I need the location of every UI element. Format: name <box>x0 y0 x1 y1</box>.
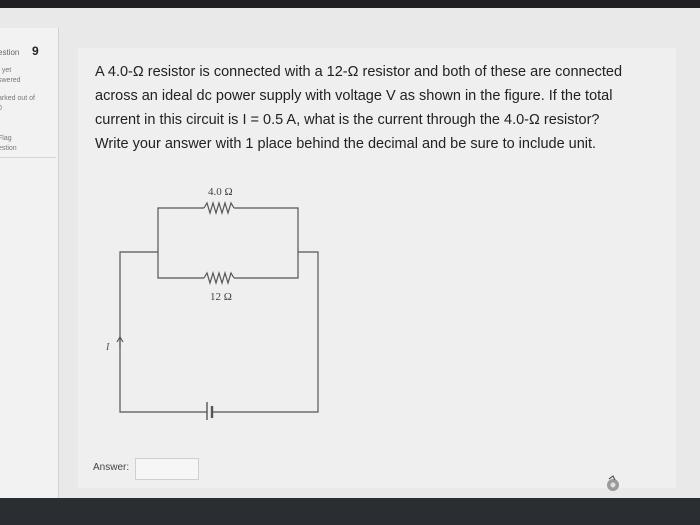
resistor-4-ohm-zigzag <box>203 200 235 216</box>
answer-label: Answer: <box>93 462 130 473</box>
current-label: I <box>105 342 110 353</box>
accessibility-icon[interactable] <box>604 475 622 493</box>
marks-info: arked out of 0 <box>0 95 35 112</box>
resistor-4-ohm-label: 4.0 Ω <box>208 186 233 198</box>
answer-status: t yet swered <box>0 67 21 84</box>
bottom-bezel <box>0 498 700 525</box>
answer-input[interactable] <box>135 458 199 480</box>
question-info-panel: estion 9 t yet swered arked out of 0 Fla… <box>0 28 59 498</box>
resistor-12-ohm-label: 12 Ω <box>210 291 232 303</box>
flag-question-link[interactable]: Flag estion <box>0 135 17 152</box>
question-content: A 4.0-Ω resistor is connected with a 12-… <box>78 48 676 488</box>
question-text: A 4.0-Ω resistor is connected with a 12-… <box>95 64 623 152</box>
divider <box>0 157 56 158</box>
question-info: estion 9 t yet swered arked out of 0 Fla… <box>0 42 56 160</box>
circuit-diagram: 4.0 Ω 12 Ω I V <box>105 186 319 420</box>
top-bezel <box>0 0 700 8</box>
question-label: estion <box>0 48 20 57</box>
question-number: 9 <box>32 44 39 58</box>
browser-viewport: estion 9 t yet swered arked out of 0 Fla… <box>0 8 700 498</box>
resistor-12-ohm-zigzag <box>203 270 235 286</box>
